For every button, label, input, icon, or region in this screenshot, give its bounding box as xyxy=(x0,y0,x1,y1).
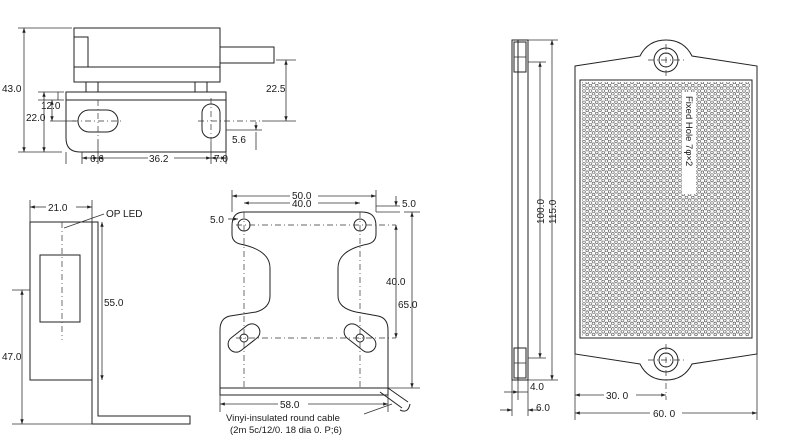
sensor-front-view: 43.0 12.0 22.0 22.5 5.6 6.6 36.2 7.0 xyxy=(2,27,296,165)
mounting-bracket-view: 50.0 40.0 5.0 5.0 40.0 65.0 58.0 Vinyi-i… xyxy=(210,190,420,436)
dim-22-5: 22.5 xyxy=(266,84,286,95)
dim-21: 21.0 xyxy=(48,203,68,214)
dim-60: 60. 0 xyxy=(653,409,676,420)
dim-5-right: 5.0 xyxy=(402,199,416,210)
dim-43: 43.0 xyxy=(2,84,22,95)
dim-6-6: 6.6 xyxy=(90,154,104,165)
dim-65: 65.0 xyxy=(398,300,418,311)
reflector-front-view: Fixed Hole 7φ×2 30. 0 60. 0 xyxy=(574,39,758,420)
dim-4: 4.0 xyxy=(530,382,544,393)
dim-40-side: 40.0 xyxy=(386,277,406,288)
dim-100: 100.0 xyxy=(536,199,547,224)
dim-115: 115.0 xyxy=(548,199,559,224)
dim-40-top: 40.0 xyxy=(292,199,312,210)
reflector-side-profile: 100.0 115.0 4.0 6.0 xyxy=(500,39,559,416)
dim-6: 6.0 xyxy=(536,403,550,414)
dim-7-0: 7.0 xyxy=(214,154,228,165)
dim-55: 55.0 xyxy=(104,298,124,309)
dim-50: 50.0 xyxy=(292,191,312,202)
dim-5-left: 5.0 xyxy=(210,215,224,226)
cable-description-line-2: (2m 5c/12/0. 18 dia 0. P;6) xyxy=(230,425,342,436)
cable-description-line-1: Vinyi-insulated round cable xyxy=(226,413,340,424)
dim-30: 30. 0 xyxy=(606,391,629,402)
dim-58: 58.0 xyxy=(280,400,300,411)
dim-12: 12.0 xyxy=(41,101,61,112)
dim-22: 22.0 xyxy=(26,113,46,124)
dim-47: 47.0 xyxy=(2,352,22,363)
dim-36-2: 36.2 xyxy=(149,154,169,165)
fixed-hole-label: Fixed Hole 7φ×2 xyxy=(683,96,694,166)
dim-5-6: 5.6 xyxy=(232,135,246,146)
op-led-label: OP LED xyxy=(106,209,143,220)
sensor-side-view: 21.0 OP LED 55.0 47.0 xyxy=(2,200,191,425)
